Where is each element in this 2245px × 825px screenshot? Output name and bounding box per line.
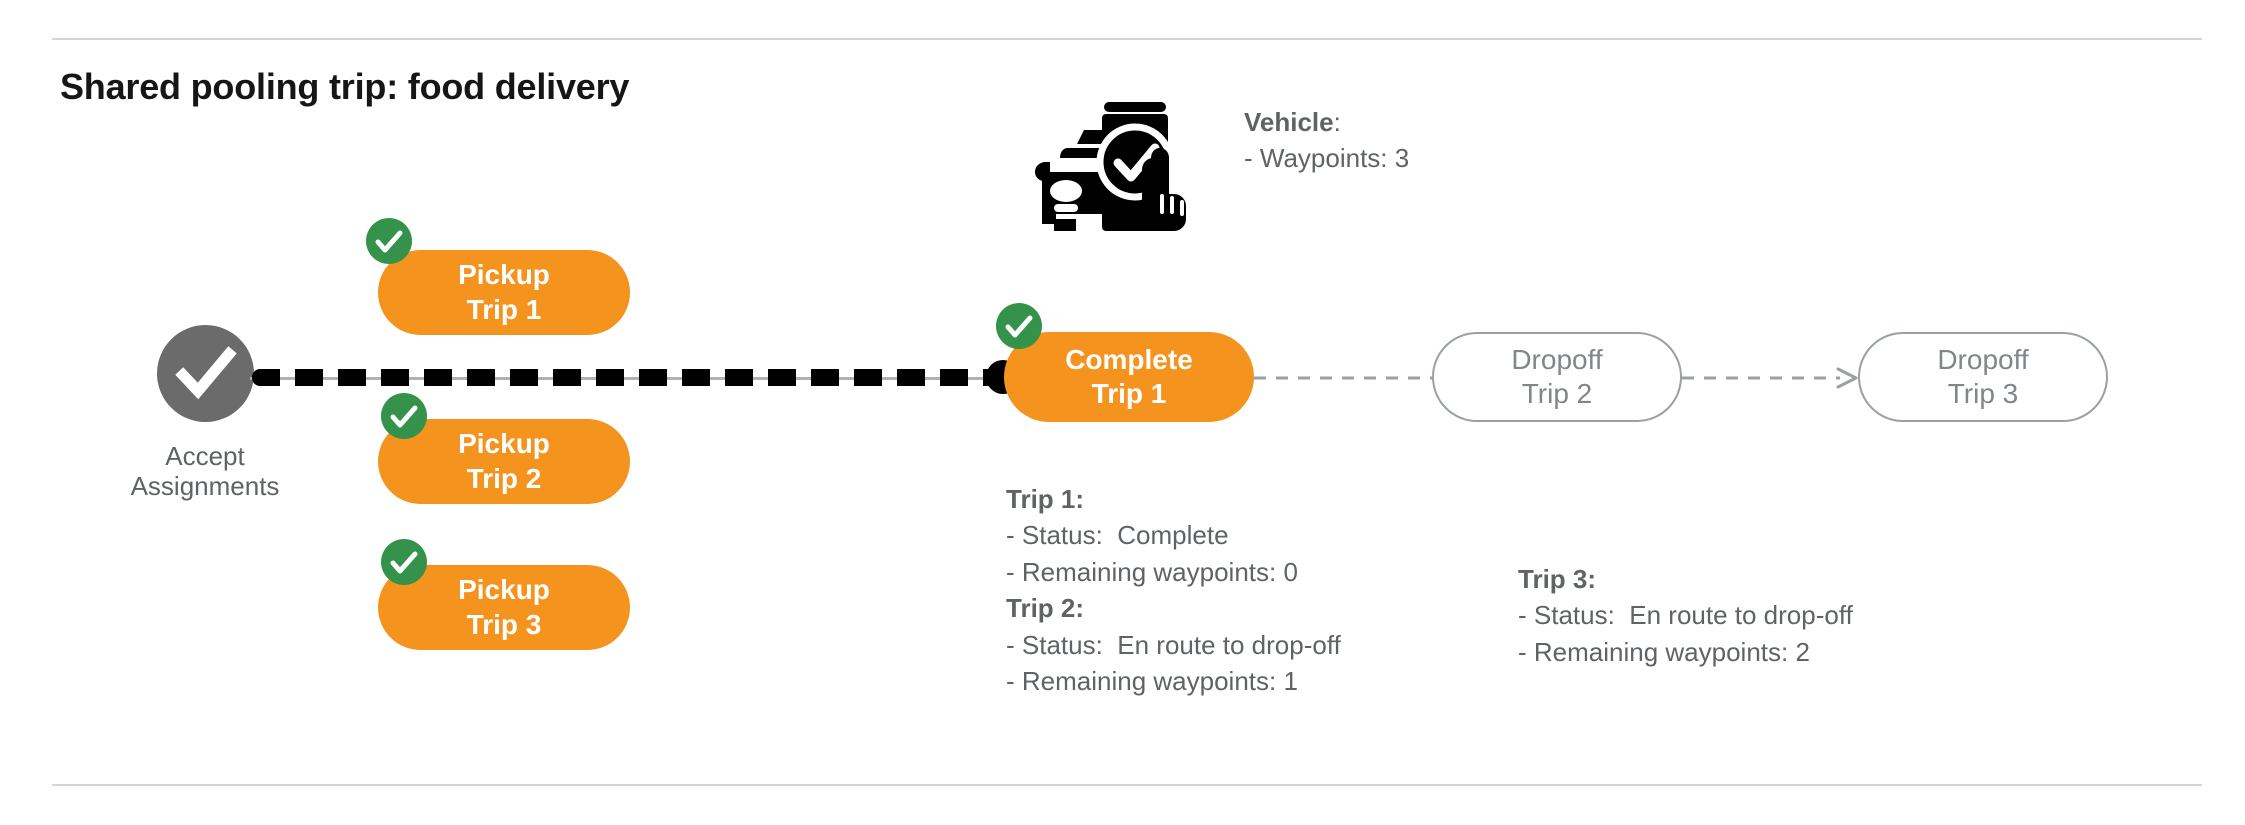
trip-details-left-block: Trip 1: - Status: Complete - Remaining w… bbox=[1006, 481, 1341, 699]
pickup-trip-2-check-icon bbox=[381, 393, 427, 439]
connector-complete-to-dropoff2 bbox=[1254, 363, 1434, 393]
pickup-trip-3-check-icon bbox=[381, 539, 427, 585]
trip-details-right-block: Trip 3: - Status: En route to drop-off -… bbox=[1518, 561, 1853, 670]
dropoff-trip-3-line2: Trip 3 bbox=[1947, 378, 2019, 409]
trip-3-waypoints: - Remaining waypoints: 2 bbox=[1518, 636, 1810, 667]
check-circle-icon bbox=[175, 346, 237, 400]
pickup-trip-1-node[interactable]: Pickup Trip 1 bbox=[378, 250, 630, 335]
pickup-trip-2-line1: Pickup bbox=[458, 428, 550, 460]
pickup-trip-1-line2: Trip 1 bbox=[466, 293, 542, 325]
connector-dropoff2-to-dropoff3 bbox=[1682, 363, 1860, 393]
complete-trip-1-line1: Complete bbox=[1065, 343, 1193, 375]
trunk-dashed-connector bbox=[252, 369, 1000, 386]
dropoff-trip-3-line1: Dropoff bbox=[1937, 343, 2029, 375]
pickup-trip-1-check-icon bbox=[366, 218, 412, 264]
dropoff-trip-2-line2: Trip 2 bbox=[1521, 378, 1593, 409]
vehicle-waypoints: - Waypoints: 3 bbox=[1244, 143, 1410, 174]
divider-top bbox=[52, 38, 2202, 40]
trip-3-status: - Status: En route to drop-off bbox=[1518, 600, 1853, 631]
pickup-trip-3-line2: Trip 3 bbox=[466, 608, 542, 640]
complete-trip-1-node[interactable]: Complete Trip 1 bbox=[1004, 332, 1254, 422]
trip-2-status: - Status: En route to drop-off bbox=[1006, 629, 1341, 660]
complete-trip-1-check-icon bbox=[996, 303, 1042, 349]
trip-2-heading: Trip 2: bbox=[1006, 593, 1085, 624]
pickup-trip-3-line1: Pickup bbox=[458, 574, 550, 606]
pickup-trip-2-line2: Trip 2 bbox=[466, 462, 542, 494]
complete-trip-1-line2: Trip 1 bbox=[1091, 378, 1167, 409]
accept-label-line1: Accept bbox=[165, 441, 245, 471]
car-phone-check-icon bbox=[1032, 86, 1192, 231]
divider-bottom bbox=[52, 784, 2202, 786]
dropoff-trip-3-node[interactable]: Dropoff Trip 3 bbox=[1858, 332, 2108, 422]
pickup-trip-1-line1: Pickup bbox=[458, 259, 550, 291]
page-title: Shared pooling trip: food delivery bbox=[60, 66, 630, 107]
vehicle-heading: Vehicle bbox=[1244, 107, 1334, 137]
trip-1-waypoints: - Remaining waypoints: 0 bbox=[1006, 556, 1298, 587]
dropoff-trip-2-node[interactable]: Dropoff Trip 2 bbox=[1432, 332, 1682, 422]
trip-1-status: - Status: Complete bbox=[1006, 520, 1229, 551]
dropoff-trip-2-line1: Dropoff bbox=[1511, 343, 1603, 375]
accept-assignments-label: Accept Assignments bbox=[85, 441, 325, 502]
pickup-trip-3-node[interactable]: Pickup Trip 3 bbox=[378, 565, 630, 650]
trip-2-waypoints: - Remaining waypoints: 1 bbox=[1006, 665, 1298, 696]
accept-label-line2: Assignments bbox=[130, 470, 280, 501]
accept-assignments-node[interactable] bbox=[157, 325, 254, 422]
vehicle-info-block: Vehicle: - Waypoints: 3 bbox=[1244, 104, 1409, 177]
trip-3-heading: Trip 3: bbox=[1518, 564, 1597, 594]
pickup-trip-2-node[interactable]: Pickup Trip 2 bbox=[378, 419, 630, 504]
trip-1-heading: Trip 1: bbox=[1006, 484, 1085, 514]
vehicle-heading-colon: : bbox=[1333, 107, 1341, 137]
